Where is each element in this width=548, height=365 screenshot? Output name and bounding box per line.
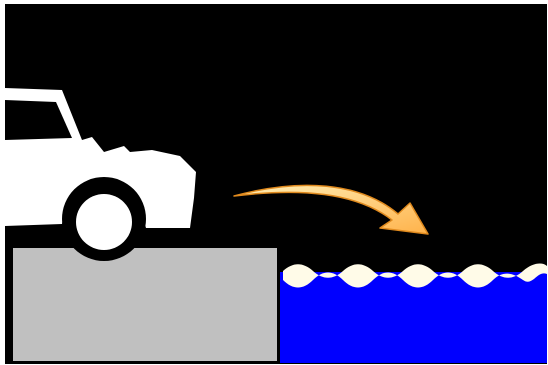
wheel-icon: [62, 177, 146, 261]
concrete-ledge: [12, 247, 278, 362]
